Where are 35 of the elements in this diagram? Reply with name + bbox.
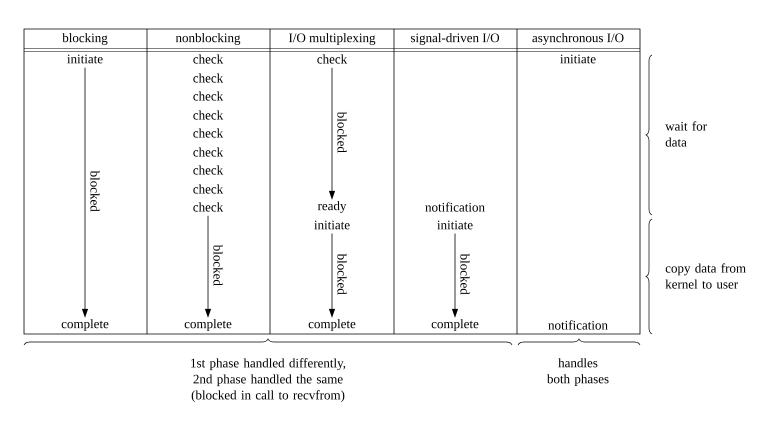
- step-label: check: [193, 184, 224, 194]
- step-label: complete: [62, 319, 108, 331]
- brace-label: wait for data: [665, 121, 707, 147]
- step-label: initiate: [67, 54, 103, 64]
- step-label: check: [193, 165, 224, 175]
- step-label: check: [193, 54, 224, 64]
- step-label: check: [193, 147, 224, 157]
- step-label: initiate: [560, 54, 596, 64]
- step-label: check: [193, 91, 224, 101]
- step-label: check: [193, 110, 224, 120]
- step-label: check: [317, 54, 348, 64]
- edge-label: blocked: [212, 244, 224, 287]
- brace-label: handles both phases: [546, 358, 609, 386]
- column-header: nonblocking: [176, 33, 240, 45]
- brace-label: 1st phase handled differently, 2nd phase handled the same (blocked in call to recvfrom): [191, 358, 346, 402]
- step-label: notification: [548, 320, 608, 330]
- step-label: notification: [425, 202, 485, 212]
- step-label: complete: [184, 319, 232, 331]
- brace-label: copy data from kernel to user: [665, 263, 746, 289]
- step-label: ready: [318, 201, 346, 213]
- column-header: blocking: [62, 33, 108, 45]
- step-label: complete: [308, 319, 356, 331]
- step-label: initiate: [437, 220, 473, 230]
- edge-label: blocked: [336, 252, 348, 296]
- column-header: signal-driven I/O: [410, 33, 500, 45]
- step-label: check: [193, 73, 224, 83]
- step-label: complete: [432, 319, 478, 331]
- edge-label: blocked: [459, 252, 471, 296]
- step-label: initiate: [314, 220, 350, 230]
- edge-label: blocked: [89, 170, 101, 213]
- column-header: I/O multiplexing: [288, 33, 376, 45]
- edge-label: blocked: [336, 110, 348, 154]
- step-label: check: [193, 128, 224, 138]
- step-label: check: [193, 202, 224, 212]
- column-header: asynchronous I/O: [532, 33, 624, 45]
